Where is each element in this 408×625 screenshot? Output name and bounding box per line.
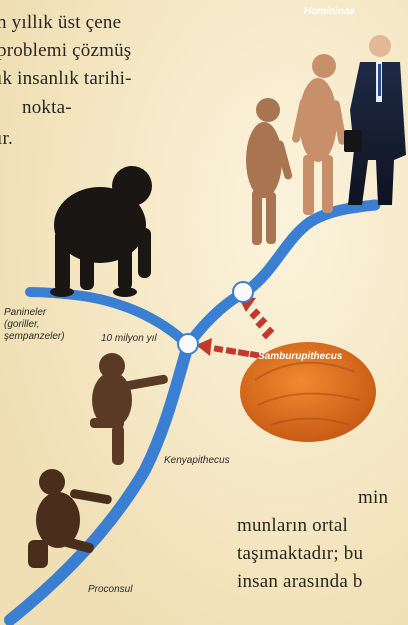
body-text-line-3: ık insanlık tarihi- xyxy=(0,68,132,90)
hominine-split-node xyxy=(232,281,254,303)
body-text-line-1: n yıllık üst çene xyxy=(0,12,121,34)
samburupithecus-label: Samburupithecus xyxy=(258,351,342,363)
ten-million-label: 10 milyon yıl xyxy=(101,333,157,345)
homininae-label: Homininae xyxy=(304,6,355,18)
paninae-label-line-1: Panineler xyxy=(4,307,65,319)
proconsul-label: Proconsul xyxy=(88,584,132,596)
body-text-line-4: nokta- xyxy=(22,97,72,119)
paninae-label-line-2: (goriller, xyxy=(4,319,65,331)
body-text-line-2: problemi çözmüş xyxy=(0,40,131,62)
paninae-label-line-3: şempanzeler) xyxy=(4,331,65,343)
ten-million-node xyxy=(177,333,199,355)
body-text-bottom-line-1: min xyxy=(358,487,388,509)
paninae-label: Panineler (goriller, şempanzeler) xyxy=(4,307,65,343)
body-text-bottom-line-4: insan arasında b xyxy=(237,571,363,593)
body-text-line-5: ır. xyxy=(0,128,13,150)
body-text-bottom-line-3: taşımaktadır; bu xyxy=(237,543,363,565)
body-text-bottom-line-2: munların ortal xyxy=(237,515,348,537)
kenyapithecus-label: Kenyapithecus xyxy=(164,455,230,467)
